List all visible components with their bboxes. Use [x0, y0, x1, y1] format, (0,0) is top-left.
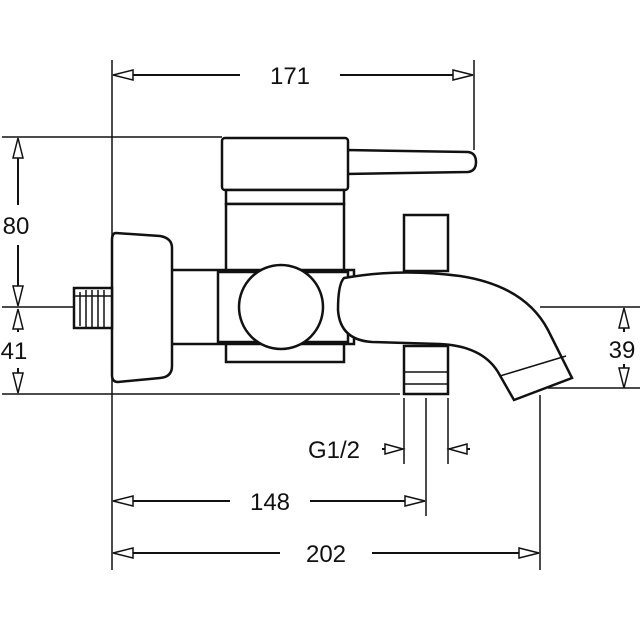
thread-lines [74, 290, 112, 328]
left-escutcheon [110, 231, 174, 384]
dimension-80: 80 [3, 137, 30, 307]
cartridge-housing [224, 188, 346, 206]
diverter-knob [402, 213, 450, 273]
dimension-202: 202 [112, 541, 540, 568]
dimension-g12: G1/2 [308, 437, 470, 464]
handle-cap [220, 136, 350, 192]
spout [336, 271, 574, 402]
dimension-39-label: 39 [609, 337, 636, 364]
dimension-202-label: 202 [306, 541, 346, 568]
dimension-80-label: 80 [3, 213, 30, 240]
dimension-g12-label: G1/2 [308, 437, 360, 464]
dimension-41-label: 41 [1, 338, 28, 365]
spout-tip [499, 355, 567, 377]
center-knob [237, 263, 325, 351]
faucet-body [72, 136, 574, 402]
dimension-171: 171 [112, 63, 474, 90]
hose-outlet [402, 344, 450, 396]
dimension-39: 39 [609, 307, 636, 389]
lever-handle [344, 148, 478, 176]
dimension-148: 148 [112, 489, 426, 516]
dimension-41: 41 [1, 308, 28, 394]
dimension-171-label: 171 [270, 63, 310, 90]
dimension-148-label: 148 [250, 489, 290, 516]
